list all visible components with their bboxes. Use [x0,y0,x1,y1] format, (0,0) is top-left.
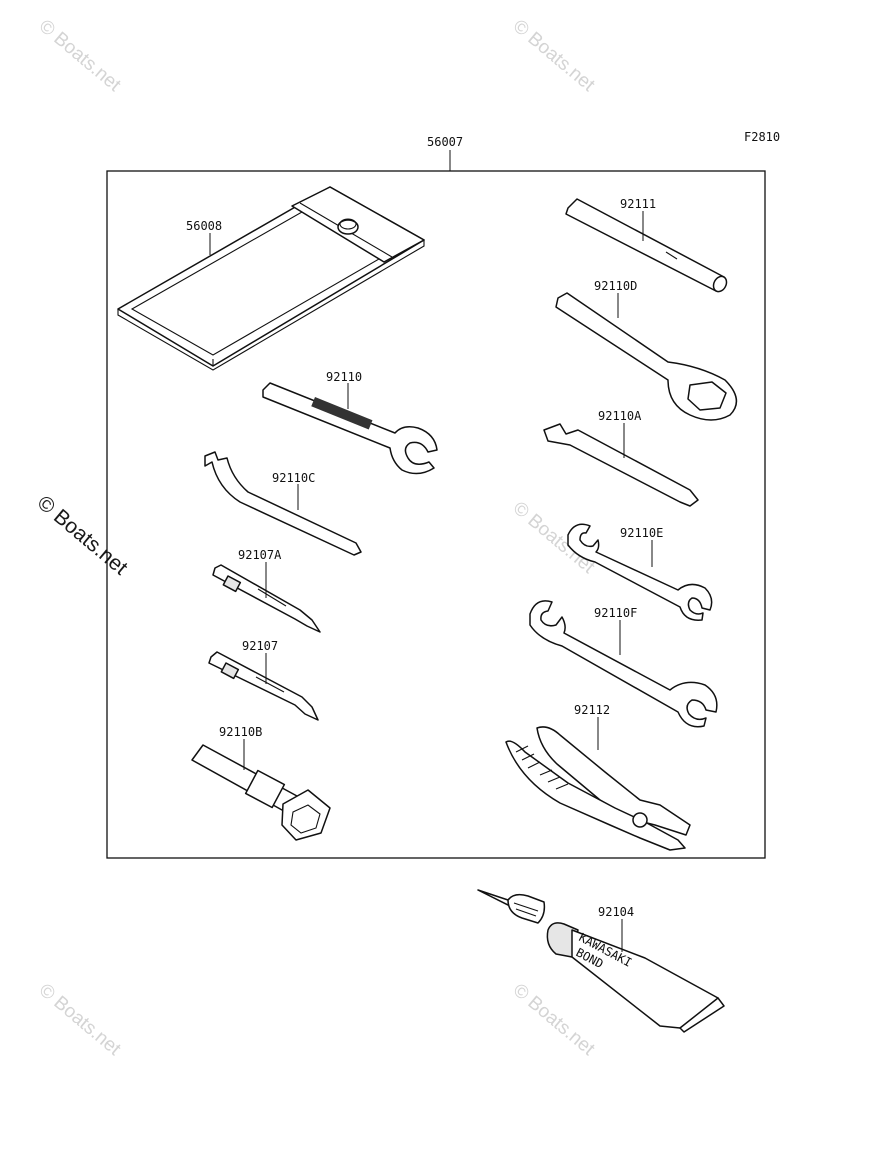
watermark: © Boats.net [35,980,125,1061]
part-number-wrench-92110a[interactable]: 92110A [598,409,642,423]
watermark: © Boats.net [509,16,599,97]
screwdriver-92107[interactable] [208,651,319,721]
part-number-bond-92104[interactable]: 92104 [598,905,634,919]
part-number-wrench-92110f[interactable]: 92110F [594,606,637,620]
watermark: © Boats.net [35,16,125,97]
watermark: © Boats.net [509,980,599,1061]
box-wrench-92110d[interactable] [555,292,738,421]
wrench-92110a[interactable] [543,423,699,507]
wrench-marking [311,396,373,430]
part-number-plug-wrench-92110b[interactable]: 92110B [219,725,262,739]
wrench-92110[interactable] [262,382,438,475]
figure-code: F2810 [744,130,780,144]
wrench-92110f[interactable] [529,600,718,728]
part-number-handle-92111[interactable]: 92111 [620,197,656,211]
part-number-spanner-92110c[interactable]: 92110C [272,471,315,485]
part-number-pliers-92112[interactable]: 92112 [574,703,610,717]
part-number-kit[interactable]: 56007 [427,135,463,149]
pliers-grip [515,745,569,790]
plug-wrench-92110b[interactable] [191,744,331,841]
part-number-screwdriver-92107a[interactable]: 92107A [238,548,282,562]
spanner-92110c[interactable] [204,451,362,556]
part-number-box-wrench-92110d[interactable]: 92110D [594,279,637,293]
kit-frame [106,170,766,859]
part-number-tool-bag[interactable]: 56008 [186,219,222,233]
wrench-92110e[interactable] [567,523,713,621]
pliers-92112[interactable] [505,726,691,851]
handle-92111[interactable] [565,198,729,294]
main-watermark: © Boats.net [33,491,132,579]
tool-bag[interactable] [117,186,425,371]
part-number-screwdriver-92107[interactable]: 92107 [242,639,278,653]
watermark: © Boats.net [509,498,599,579]
part-number-wrench-92110[interactable]: 92110 [326,370,362,384]
screwdriver-92107a[interactable] [212,564,321,633]
part-number-wrench-92110e[interactable]: 92110E [620,526,663,540]
